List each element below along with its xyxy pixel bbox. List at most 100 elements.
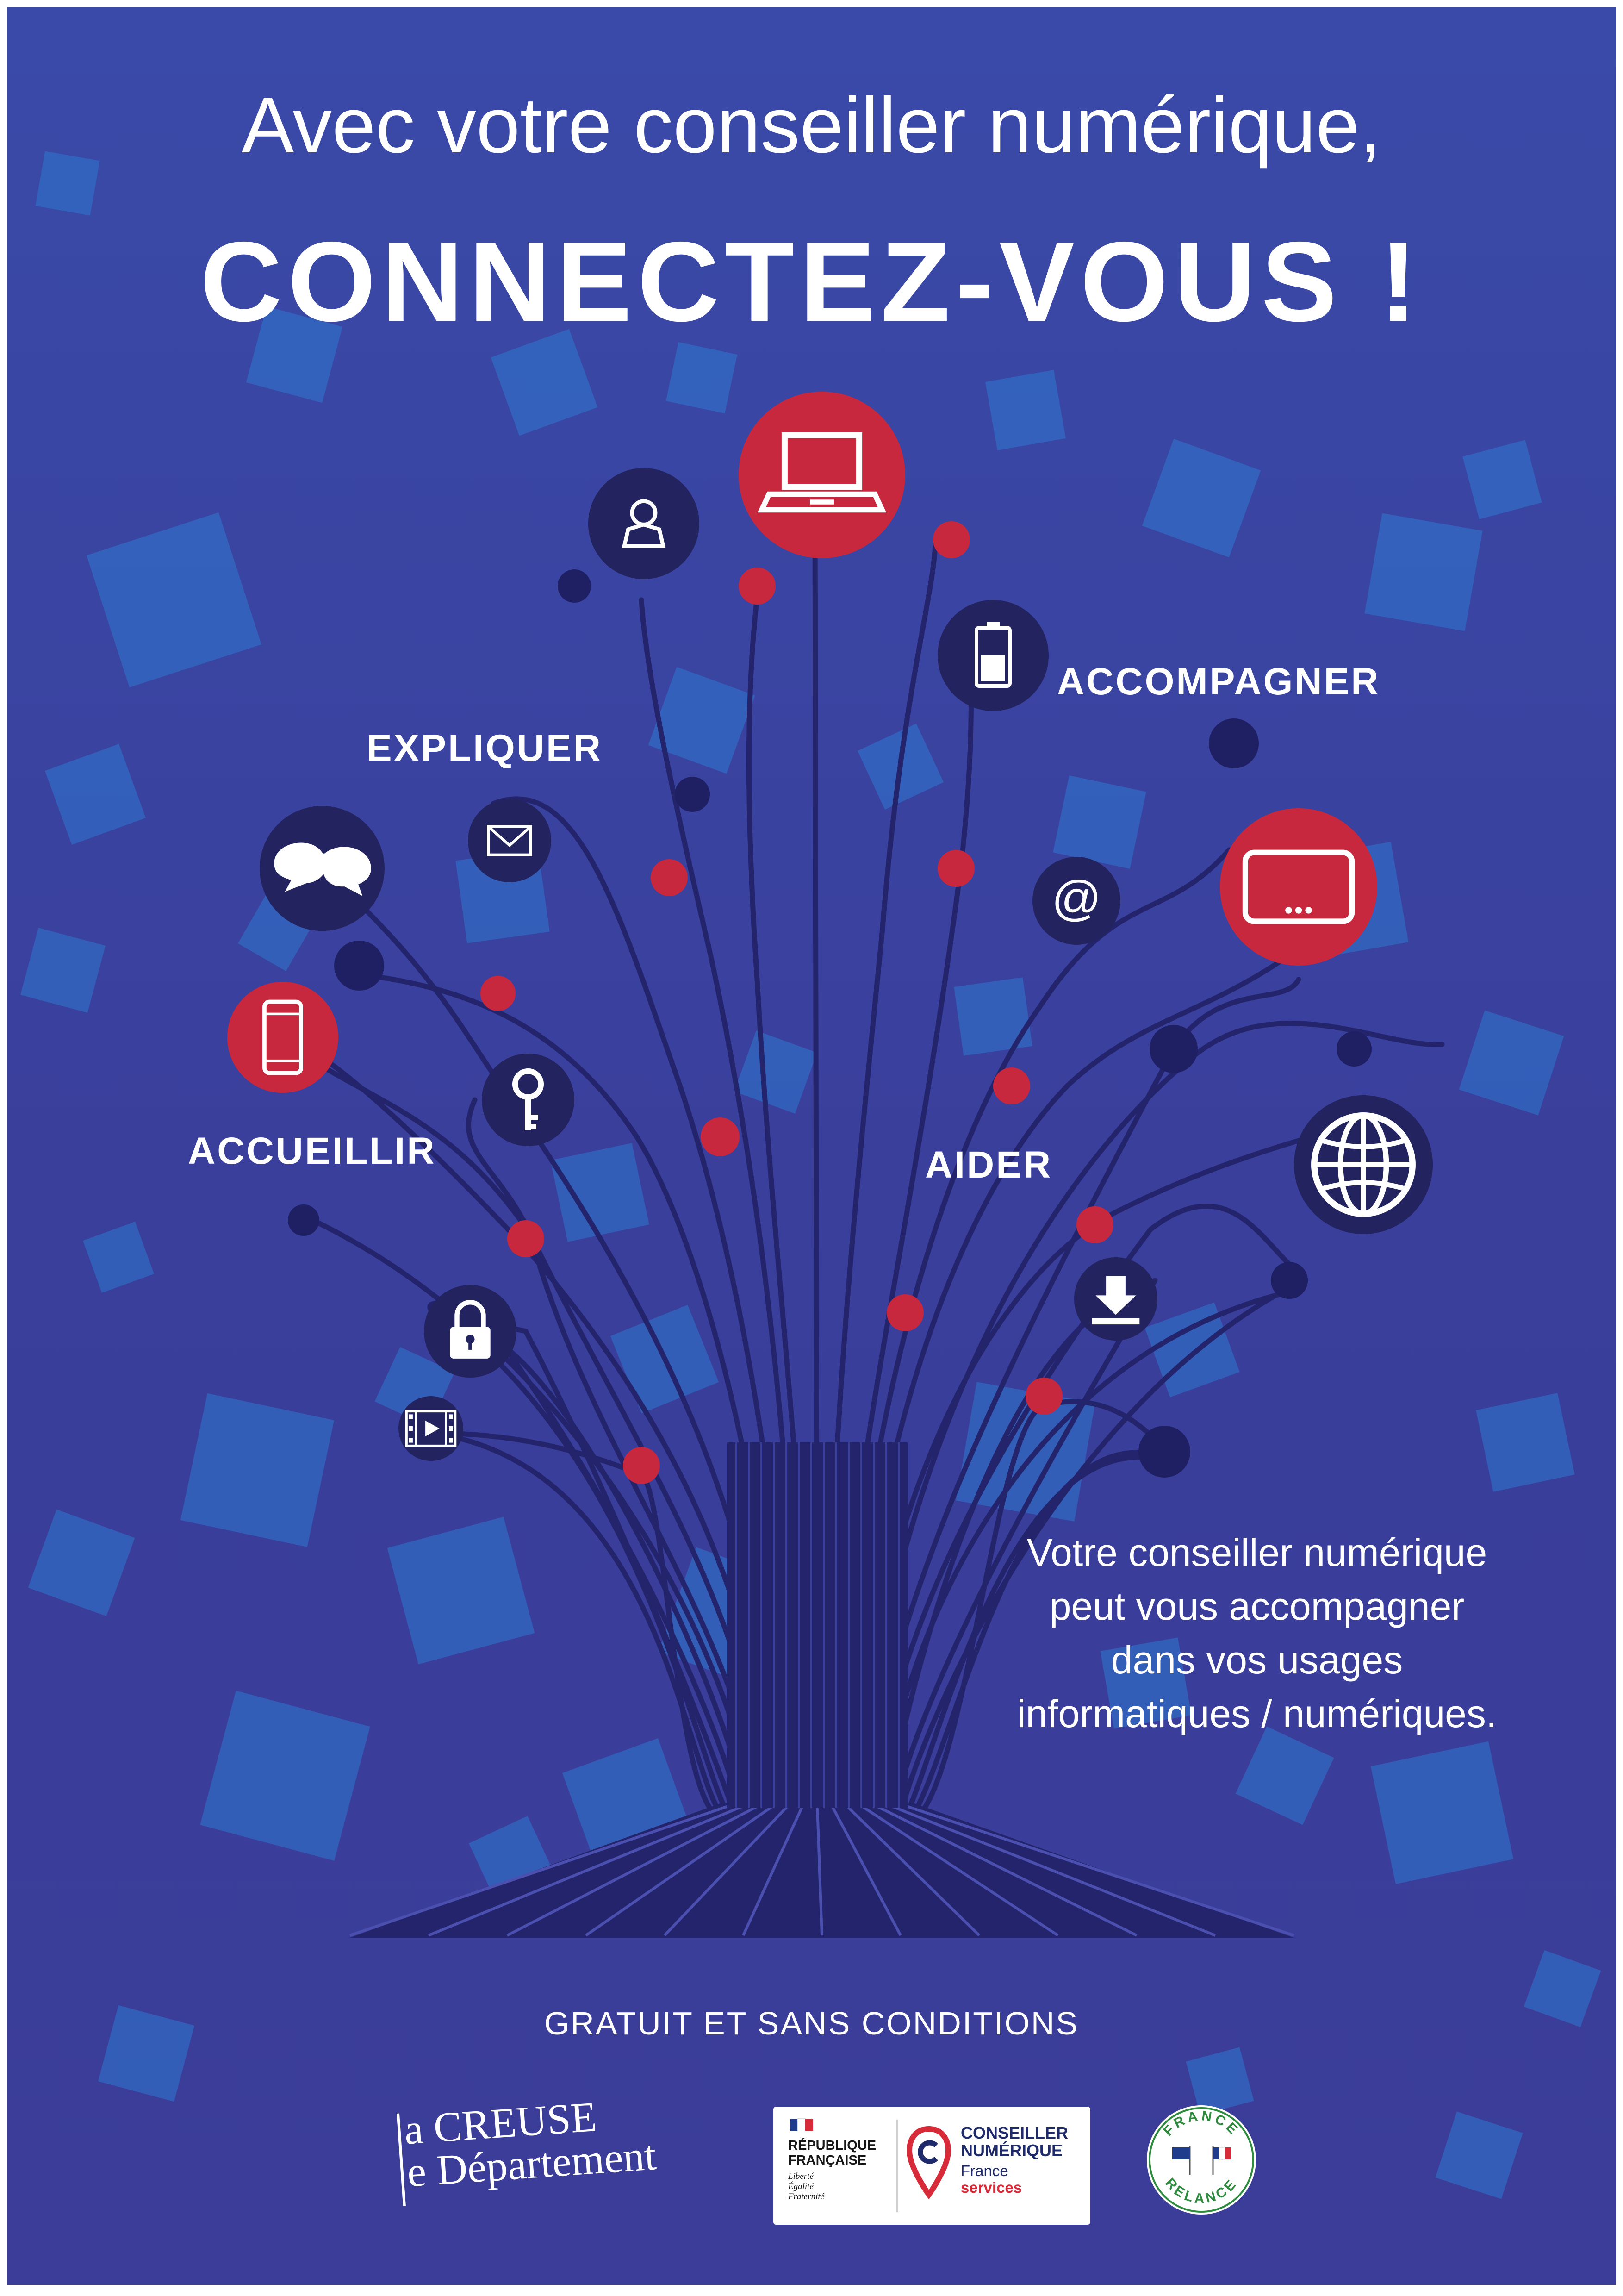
at-sign-circle xyxy=(1032,857,1120,945)
smartphone-circle xyxy=(227,982,338,1093)
background-square xyxy=(648,667,755,774)
tablet-bubble xyxy=(1220,808,1377,966)
root-line xyxy=(428,1804,745,1937)
tree-branch xyxy=(905,1454,1172,1816)
globe-bubble xyxy=(1294,1095,1433,1234)
verb-expliquer: EXPLIQUER xyxy=(367,727,603,769)
red-node xyxy=(1026,1378,1063,1415)
background-square xyxy=(954,977,1032,1056)
tree-branch xyxy=(466,1097,765,1816)
conseiller-numerique-logo: RÉPUBLIQUE FRANÇAISE Liberté Égalité Fra… xyxy=(773,2107,1090,2225)
relance-flags-icon xyxy=(1172,2146,1231,2175)
background-square xyxy=(180,1393,335,1547)
background-square xyxy=(665,342,738,414)
francaise-label: FRANÇAISE xyxy=(788,2153,867,2168)
numerique-label: NUMÉRIQUE xyxy=(961,2141,1063,2160)
user-bubble xyxy=(588,468,699,579)
tablet-circle xyxy=(1220,808,1377,966)
download-bubble xyxy=(1074,1257,1157,1341)
tree-branch xyxy=(427,1300,744,1816)
republique-label: RÉPUBLIQUE xyxy=(788,2138,877,2153)
background-square xyxy=(1100,1637,1192,1729)
headline-line1: Avec votre conseiller numérique, xyxy=(241,81,1382,169)
navy-node xyxy=(288,1204,319,1236)
background-square xyxy=(1435,2111,1523,2199)
navy-node xyxy=(1271,1262,1308,1299)
france-relance-logo: FRANCE RELANCE xyxy=(1147,2105,1256,2215)
envelope-icon xyxy=(487,825,532,856)
battery-bubble xyxy=(938,600,1049,711)
root-line xyxy=(905,1804,1294,1937)
background-square xyxy=(1053,775,1146,869)
chat-bubbles-icon xyxy=(274,842,371,896)
services-label: services xyxy=(961,2179,1022,2196)
blurb-line: dans vos usages xyxy=(1111,1638,1403,1682)
blurb-line: peut vous accompagner xyxy=(1049,1585,1465,1628)
background-square xyxy=(246,306,343,403)
tree-branch xyxy=(891,1278,1158,1816)
red-node xyxy=(701,1117,740,1156)
background-square xyxy=(550,1143,649,1242)
blurb-line: informatiques / numériques. xyxy=(1017,1692,1497,1735)
motto-liberte: Liberté xyxy=(788,2171,814,2181)
red-node xyxy=(739,568,776,605)
tablet-icon xyxy=(1242,849,1355,924)
red-node xyxy=(993,1067,1030,1104)
french-flag-icon xyxy=(790,2118,814,2131)
tree-branch xyxy=(467,1333,730,1816)
tree-icons: @ xyxy=(227,392,1433,1461)
root-line xyxy=(349,1804,730,1937)
video-bubble xyxy=(398,1396,463,1461)
blurb-line: Votre conseiller numérique xyxy=(1026,1531,1487,1574)
creuse-departement-logo: a CREUSE e Département xyxy=(396,2091,658,2206)
red-node xyxy=(887,1294,924,1331)
background-square xyxy=(1364,513,1483,631)
background-square xyxy=(1142,438,1261,558)
background-square xyxy=(734,1030,817,1114)
root-line xyxy=(585,1804,774,1937)
video-icon xyxy=(405,1410,457,1447)
root-line xyxy=(742,1805,804,1936)
root-line xyxy=(860,1804,1059,1937)
verb-accueillir: ACCUEILLIR xyxy=(188,1130,436,1172)
red-node xyxy=(938,850,975,887)
chat-bubbles-bubble xyxy=(260,806,385,931)
background-square xyxy=(1459,1010,1564,1116)
tree-branch xyxy=(912,1450,1176,1816)
background-square xyxy=(28,1509,135,1616)
background-square xyxy=(387,1516,535,1665)
background-square xyxy=(45,744,146,845)
navy-node xyxy=(675,777,710,812)
navy-node xyxy=(558,569,591,603)
tree-illustration: @ xyxy=(20,151,1601,2199)
padlock-bubble xyxy=(424,1285,516,1378)
navy-node xyxy=(334,941,384,991)
red-node xyxy=(480,976,516,1011)
red-node xyxy=(507,1220,544,1257)
conseiller-numerique-label: CONSEILLER NUMÉRIQUE xyxy=(961,2124,1068,2159)
background-squares xyxy=(20,151,1601,2199)
padlock-icon xyxy=(450,1300,491,1359)
background-square xyxy=(86,512,262,688)
free-of-charge-text: GRATUIT ET SANS CONDITIONS xyxy=(544,2005,1079,2041)
user-icon xyxy=(622,499,666,548)
motto-egalite: Égalité xyxy=(788,2182,814,2191)
tree-base xyxy=(349,1442,1294,1938)
relance-ring xyxy=(1149,2107,1254,2213)
globe-icon xyxy=(1311,1112,1416,1217)
background-square xyxy=(491,329,598,436)
root-line xyxy=(846,1804,981,1937)
background-square xyxy=(20,928,106,1013)
navy-node xyxy=(1209,718,1259,768)
background-square xyxy=(83,1222,154,1293)
trunk-base xyxy=(350,1803,1294,1938)
tree-branch xyxy=(430,1430,716,1816)
root-line xyxy=(816,1805,823,1936)
root-line xyxy=(890,1804,1216,1937)
tree-nodes xyxy=(288,521,1372,1484)
envelope-bubble xyxy=(468,799,551,882)
headline-line2: CONNECTEZ-VOUS ! xyxy=(200,218,1423,345)
poster: @ Avec votre co xyxy=(7,7,1616,2285)
root-line xyxy=(506,1804,759,1937)
motto-fraternite: Fraternité xyxy=(788,2192,825,2202)
